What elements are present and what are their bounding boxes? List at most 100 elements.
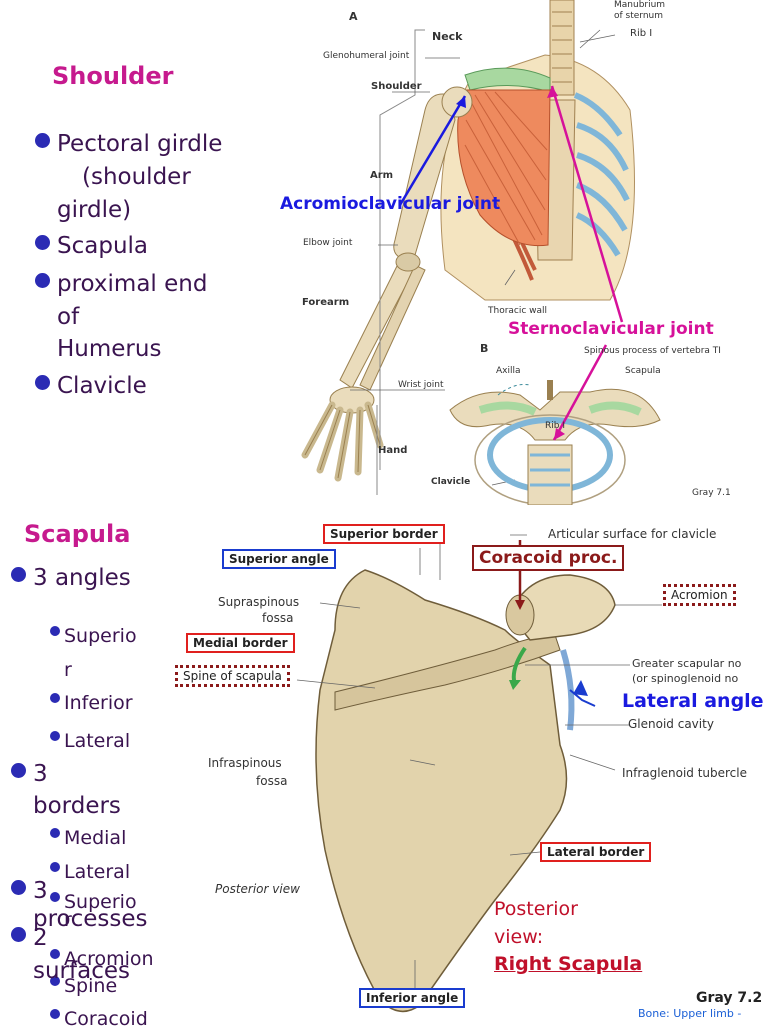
caption-line-1: Posterior — [494, 898, 578, 920]
bullet-item: proximal end — [35, 268, 207, 300]
label-infraspinous-1: Infraspinous — [208, 756, 282, 770]
superior-angle-box: Superior angle — [222, 549, 336, 569]
label-greater-notch-2: (or spinoglenoid no — [632, 672, 739, 685]
bullet-icon — [35, 375, 50, 390]
bullet-continuation: Humerus — [57, 336, 162, 362]
bullet-icon — [35, 133, 50, 148]
sternoclavicular-callout: Sternoclavicular joint — [508, 319, 714, 339]
arm-bones — [339, 86, 473, 391]
label-rib-b: Rib I — [545, 421, 565, 431]
acromion-shape — [509, 574, 616, 641]
coracoid-box: Coracoid proc. — [472, 545, 625, 571]
bullet-icon — [50, 731, 60, 741]
acromioclavicular-arrow — [398, 95, 467, 206]
superior-border-box: Superior border — [323, 524, 445, 544]
label-spinous: Spinous process of vertebra TI — [584, 346, 721, 356]
caption-line-3: Right Scapula — [494, 953, 643, 975]
bullet-icon — [35, 235, 50, 250]
bullet-icon — [50, 1009, 60, 1019]
label-hand: Hand — [378, 445, 408, 456]
panel-b-label: B — [480, 342, 489, 355]
label-manubrium-2: of sternum — [614, 11, 664, 21]
label-supraspinous-1: Supraspinous — [218, 595, 300, 609]
label-shoulder: Shoulder — [371, 81, 422, 92]
figure-credit: Gray 7.1 — [692, 488, 731, 498]
sternoclavicular-arrows — [547, 85, 624, 441]
hand-bones — [301, 386, 384, 482]
label-elbow: Elbow joint — [303, 238, 353, 248]
bullet-item: Pectoral girdle — [35, 128, 222, 160]
medial-border-box: Medial border — [186, 633, 295, 653]
figure-credit-b: Gray 7.2 — [696, 990, 763, 1006]
bullet-continuation: girdle) — [57, 197, 132, 223]
label-infraspinous-2: fossa — [256, 774, 288, 788]
label-clavicle: Clavicle — [431, 477, 471, 487]
label-axilla: Axilla — [496, 366, 521, 376]
acromioclavicular-callout: Acromioclavicular joint — [280, 194, 501, 214]
bullet-icon — [50, 949, 60, 959]
outline-item: processes — [33, 906, 148, 932]
panel-a-label: A — [349, 10, 358, 23]
outline-subitem: Inferior — [50, 688, 133, 718]
bullet-icon — [50, 892, 60, 902]
outline-item: 2 — [11, 922, 48, 954]
label-posterior-view: Posterior view — [215, 882, 300, 896]
cervical-spine — [549, 0, 575, 96]
outline-subitem: Superio — [50, 887, 137, 917]
label-rib1: Rib I — [630, 28, 653, 39]
outline-item: borders — [33, 793, 121, 819]
bullet-icon — [35, 273, 50, 288]
footer-text: Bone: Upper limb - — [638, 1007, 742, 1020]
outline-item: 3 — [11, 875, 48, 907]
spine-of-scapula-box: Spine of scapula — [175, 665, 290, 687]
label-greater-notch-1: Greater scapular no — [632, 657, 742, 670]
outline-subitem: Medial — [50, 823, 126, 853]
bullet-continuation: (shoulder — [82, 164, 191, 190]
bullet-icon — [50, 828, 60, 838]
bullet-item: Clavicle — [35, 370, 147, 402]
lateral-border-box: Lateral border — [540, 842, 652, 862]
bullet-icon — [50, 976, 60, 986]
scapula-title: Scapula — [24, 520, 131, 548]
shoulder-title: Shoulder — [52, 62, 174, 90]
label-infraglenoid: Infraglenoid tubercle — [622, 766, 747, 780]
bullet-icon — [11, 927, 26, 942]
scapula-body — [315, 569, 568, 1013]
label-supraspinous-2: fossa — [262, 611, 294, 625]
outline-subitem: r — [64, 659, 72, 681]
outline-item: surfaces — [33, 958, 130, 984]
spine-ridge — [334, 634, 561, 711]
label-neck: Neck — [432, 30, 463, 43]
inferior-angle-box: Inferior angle — [359, 988, 466, 1008]
bullet-icon — [50, 862, 60, 872]
label-manubrium-1: Manubrium — [614, 0, 666, 10]
girdle-top-view — [449, 380, 661, 505]
outline-subitem: r — [64, 909, 72, 931]
outline-subitem: Spine — [50, 971, 117, 1001]
bullet-icon — [11, 763, 26, 778]
label-articular: Articular surface for clavicle — [548, 527, 717, 541]
outline-item: 3 angles — [11, 562, 131, 594]
bullet-item: Scapula — [35, 230, 148, 262]
label-wrist: Wrist joint — [398, 380, 444, 390]
caption-line-2: view: — [494, 926, 544, 948]
label-arm: Arm — [370, 170, 394, 181]
label-scapula: Scapula — [625, 366, 661, 376]
label-forearm: Forearm — [302, 297, 350, 308]
bullet-icon — [11, 567, 26, 582]
outline-subitem: Superio — [50, 621, 137, 651]
label-thoracic-wall: Thoracic wall — [488, 306, 548, 316]
outline-subitem: Coracoid — [50, 1004, 148, 1034]
outline-item: 3 — [11, 758, 48, 790]
bullet-icon — [11, 880, 26, 895]
label-glenohumeral: Glenohumeral joint — [323, 51, 410, 61]
bullet-continuation: of — [57, 304, 80, 330]
lateral-angle-callout: Lateral angle — [622, 690, 764, 712]
outline-subitem: Lateral — [50, 726, 130, 756]
outline-subitem: Acromion — [50, 944, 154, 974]
label-glenoid: Glenoid cavity — [628, 717, 714, 731]
outline-subitem: Lateral — [50, 857, 130, 887]
bullet-icon — [50, 693, 60, 703]
bullet-icon — [50, 626, 60, 636]
acromion-box: Acromion — [663, 584, 736, 606]
